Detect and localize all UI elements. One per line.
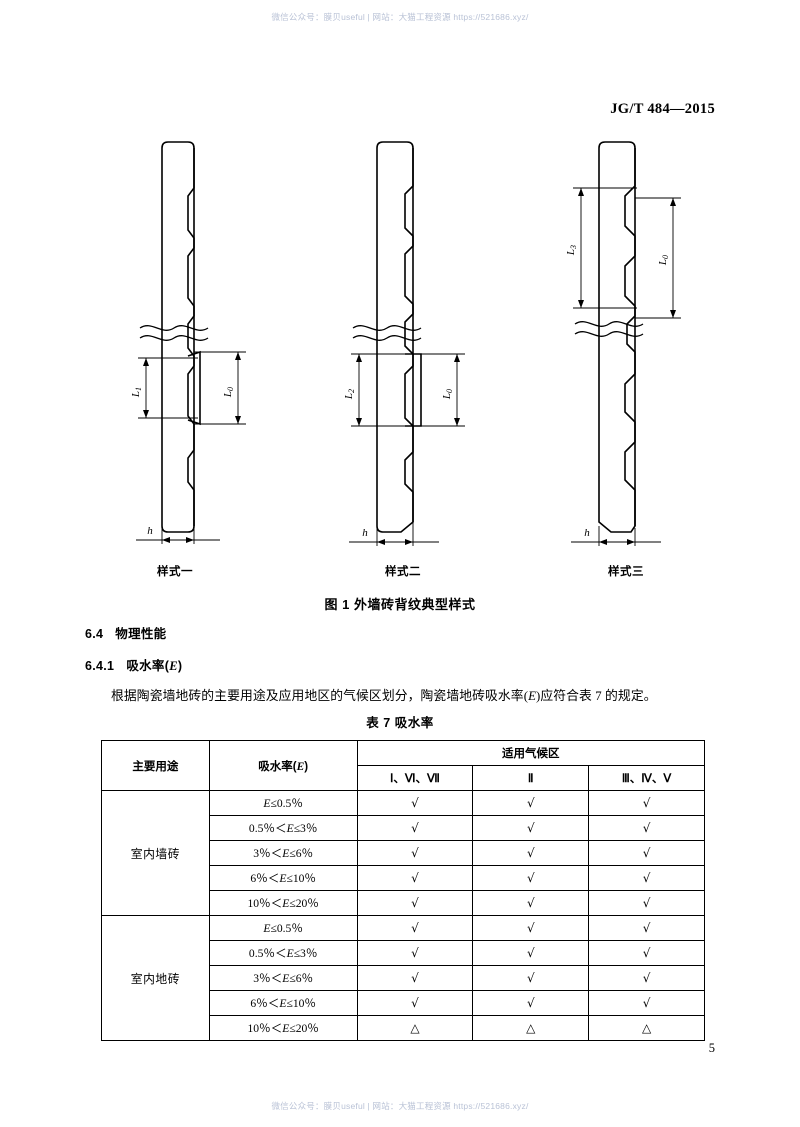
cell-zone-mark-2: √ bbox=[472, 915, 590, 941]
cell-zone-mark-3: √ bbox=[588, 990, 705, 1016]
header-absorption-post: ) bbox=[304, 760, 309, 773]
paragraph-symbol-E: E bbox=[528, 689, 536, 703]
cell-zone-mark-3: √ bbox=[588, 865, 705, 891]
figure-1-title: 图 1 外墙砖背纹典型样式 bbox=[324, 597, 476, 612]
header-absorption-symbol-E: E bbox=[296, 760, 305, 773]
watermark-top: 微信公众号：膜贝useful | 网站：大猫工程资源 https://52168… bbox=[271, 12, 529, 22]
cell-zone-mark-3: △ bbox=[588, 1015, 705, 1041]
figure-style-caption-2: 样式二 bbox=[385, 566, 421, 578]
clause-6-4-heading: 6.4 物理性能 bbox=[85, 623, 166, 642]
dimension-label-L2: L2 bbox=[343, 389, 356, 400]
cell-absorption-range: 3％＜E≤6％ bbox=[208, 965, 358, 991]
header-zone-1: Ⅰ、Ⅵ、Ⅶ bbox=[356, 765, 474, 791]
figure-1-drawings: L1 L0 h bbox=[85, 130, 715, 600]
cell-zone-mark-3: √ bbox=[588, 890, 705, 916]
cell-zone-mark-3: √ bbox=[588, 940, 705, 966]
header-zone-3: Ⅲ、Ⅳ、Ⅴ bbox=[588, 765, 705, 791]
paragraph-text-post: )应符合表 7 的规定。 bbox=[535, 689, 657, 703]
dimension-label-h: h bbox=[362, 527, 368, 539]
dimension-label-L1: L1 bbox=[130, 387, 143, 398]
table-row: 6％＜E≤10％√√√ bbox=[102, 990, 705, 1016]
header-main-use: 主要用途 bbox=[101, 740, 210, 791]
clause-6-4-1-heading: 6.4.1 吸水率(E) bbox=[85, 655, 182, 674]
cell-zone-mark-1: √ bbox=[356, 865, 474, 891]
cell-main-use: 室内墙砖 bbox=[101, 790, 210, 916]
dimension-label-L0: L0 bbox=[441, 389, 454, 400]
header-water-absorption: 吸水率(E) bbox=[208, 740, 358, 791]
cell-main-use: 室内地砖 bbox=[101, 915, 210, 1041]
header-absorption-pre: 吸水率( bbox=[258, 760, 297, 773]
cell-zone-mark-1: √ bbox=[356, 890, 474, 916]
dimension-label-h: h bbox=[584, 527, 590, 539]
cell-zone-mark-1: △ bbox=[356, 1015, 474, 1041]
dimension-label-L0: L0 bbox=[657, 255, 670, 266]
cell-absorption-range: 0.5％＜E≤3％ bbox=[208, 940, 358, 966]
cell-absorption-range: E≤0.5％ bbox=[208, 915, 358, 941]
cell-zone-mark-2: √ bbox=[472, 940, 590, 966]
dimension-label-L0: L0 bbox=[222, 387, 235, 398]
tile-profile-style-2: L2 L0 h bbox=[343, 141, 465, 546]
cell-absorption-range: 0.5％＜E≤3％ bbox=[208, 815, 358, 841]
cell-zone-mark-2: √ bbox=[472, 840, 590, 866]
clause-6-4-1-symbol-E: E bbox=[169, 659, 178, 673]
clause-6-4-1-number: 6.4.1 bbox=[85, 659, 115, 673]
cell-zone-mark-1: √ bbox=[356, 815, 474, 841]
cell-absorption-range: 6％＜E≤10％ bbox=[208, 865, 358, 891]
cell-zone-mark-2: √ bbox=[472, 815, 590, 841]
cell-zone-mark-1: √ bbox=[356, 915, 474, 941]
table-head: 主要用途 吸水率(E) 适用气候区 Ⅰ、Ⅵ、Ⅶ Ⅱ Ⅲ、Ⅳ、Ⅴ bbox=[101, 740, 706, 791]
table-7-title: 表 7 吸水率 bbox=[366, 716, 434, 730]
figure-style-caption-1: 样式一 bbox=[157, 566, 193, 578]
cell-absorption-range: 10％＜E≤20％ bbox=[208, 890, 358, 916]
table-row: 3％＜E≤6％√√√ bbox=[102, 965, 705, 991]
clause-6-4-1-paragraph: 根据陶瓷墙地砖的主要用途及应用地区的气候区划分，陶瓷墙地砖吸水率(E)应符合表 … bbox=[85, 687, 715, 706]
cell-zone-mark-2: √ bbox=[472, 865, 590, 891]
cell-zone-mark-1: √ bbox=[356, 790, 474, 816]
tile-profile-style-3: L3 L0 h bbox=[565, 141, 681, 546]
standard-code-header: JG/T 484—2015 bbox=[610, 101, 715, 117]
dimension-label-h: h bbox=[147, 525, 153, 537]
cell-absorption-range: E≤0.5％ bbox=[208, 790, 358, 816]
cell-zone-mark-2: △ bbox=[472, 1015, 590, 1041]
cell-zone-mark-2: √ bbox=[472, 890, 590, 916]
header-zone-2: Ⅱ bbox=[472, 765, 590, 791]
cell-absorption-range: 6％＜E≤10％ bbox=[208, 990, 358, 1016]
cell-absorption-range: 3％＜E≤6％ bbox=[208, 840, 358, 866]
dimension-label-L3: L3 bbox=[565, 245, 578, 256]
clause-6-4-title: 物理性能 bbox=[115, 627, 167, 641]
clause-6-4-number: 6.4 bbox=[85, 627, 104, 641]
table-row: 10％＜E≤20％△△△ bbox=[102, 1015, 705, 1041]
cell-zone-mark-3: √ bbox=[588, 915, 705, 941]
clause-6-4-1-title-pre: 吸水率( bbox=[126, 659, 170, 673]
cell-zone-mark-2: √ bbox=[472, 990, 590, 1016]
paragraph-text-pre: 根据陶瓷墙地砖的主要用途及应用地区的气候区划分，陶瓷墙地砖吸水率( bbox=[111, 689, 529, 703]
cell-zone-mark-2: √ bbox=[472, 965, 590, 991]
cell-zone-mark-2: √ bbox=[472, 790, 590, 816]
table-header-row-1: 主要用途 吸水率(E) 适用气候区 bbox=[101, 740, 706, 791]
cell-zone-mark-3: √ bbox=[588, 790, 705, 816]
tile-profile-style-1: L1 L0 h bbox=[130, 141, 246, 544]
cell-zone-mark-3: √ bbox=[588, 815, 705, 841]
header-climate-zone-group: 适用气候区 bbox=[356, 740, 706, 766]
watermark-bottom: 微信公众号：膜贝useful | 网站：大猫工程资源 https://52168… bbox=[271, 1101, 529, 1111]
cell-zone-mark-1: √ bbox=[356, 990, 474, 1016]
figure-style-caption-3: 样式三 bbox=[608, 566, 644, 578]
cell-zone-mark-3: √ bbox=[588, 840, 705, 866]
cell-zone-mark-1: √ bbox=[356, 840, 474, 866]
page-number: 5 bbox=[708, 1041, 715, 1055]
cell-zone-mark-1: √ bbox=[356, 965, 474, 991]
cell-zone-mark-3: √ bbox=[588, 965, 705, 991]
table-row: 6％＜E≤10％√√√ bbox=[102, 865, 705, 891]
clause-6-4-1-title-post: ) bbox=[177, 659, 183, 673]
cell-zone-mark-1: √ bbox=[356, 940, 474, 966]
cell-absorption-range: 10％＜E≤20％ bbox=[208, 1015, 358, 1041]
